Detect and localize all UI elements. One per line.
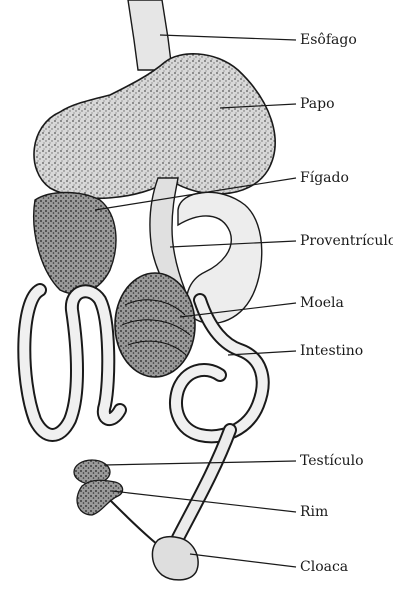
rectum-inner bbox=[178, 430, 230, 538]
liver-shape bbox=[34, 193, 116, 294]
gizzard-shape bbox=[115, 273, 195, 377]
crop-shape bbox=[34, 54, 275, 198]
leader-testiculo bbox=[104, 461, 296, 465]
label-papo: Papo bbox=[300, 96, 335, 112]
label-proventriculo: Proventrículo bbox=[300, 233, 393, 249]
label-testiculo: Testículo bbox=[300, 453, 364, 469]
leader-esofago bbox=[160, 35, 296, 40]
cloaca-shape bbox=[152, 537, 198, 580]
label-rim: Rim bbox=[300, 504, 328, 520]
label-moela: Moela bbox=[300, 295, 344, 311]
ureter-shape bbox=[110, 500, 158, 545]
label-intestino: Intestino bbox=[300, 343, 363, 359]
label-esofago: Esôfago bbox=[300, 32, 357, 48]
label-cloaca: Cloaca bbox=[300, 559, 348, 575]
leader-cloaca bbox=[190, 554, 296, 567]
label-figado: Fígado bbox=[300, 170, 349, 186]
kidney-shape bbox=[77, 480, 123, 515]
